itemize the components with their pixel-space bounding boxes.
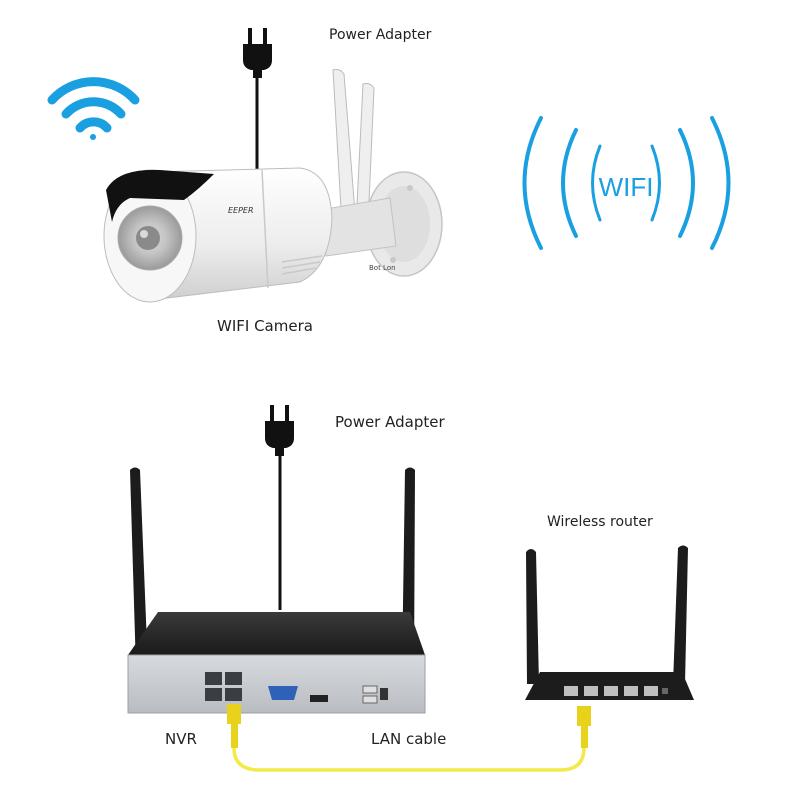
power-adapter-label-mid: Power Adapter [335,413,445,431]
nvr-device [127,467,426,714]
wireless-router-label: Wireless router [547,514,653,530]
wifi-signal-badge [522,116,731,250]
wifi-camera-label: WIFI Camera [217,317,313,335]
lan-connector-router [577,706,591,748]
power-adapter-label-top: Power Adapter [329,27,432,43]
wifi-badge-text: WIFI [599,172,654,202]
camera-sticker: Bot Lon [369,264,396,272]
lan-cable [232,747,586,772]
wireless-router [525,545,694,700]
camera-brand: EEPER [228,206,254,215]
lan-connector-nvr [227,704,241,748]
power-plug-icon [243,28,272,78]
nvr-label: NVR [165,730,197,748]
lan-cable-label: LAN cable [371,730,447,748]
wifi-icon [47,77,140,140]
power-plug-icon [265,405,294,456]
wifi-camera [103,69,443,303]
